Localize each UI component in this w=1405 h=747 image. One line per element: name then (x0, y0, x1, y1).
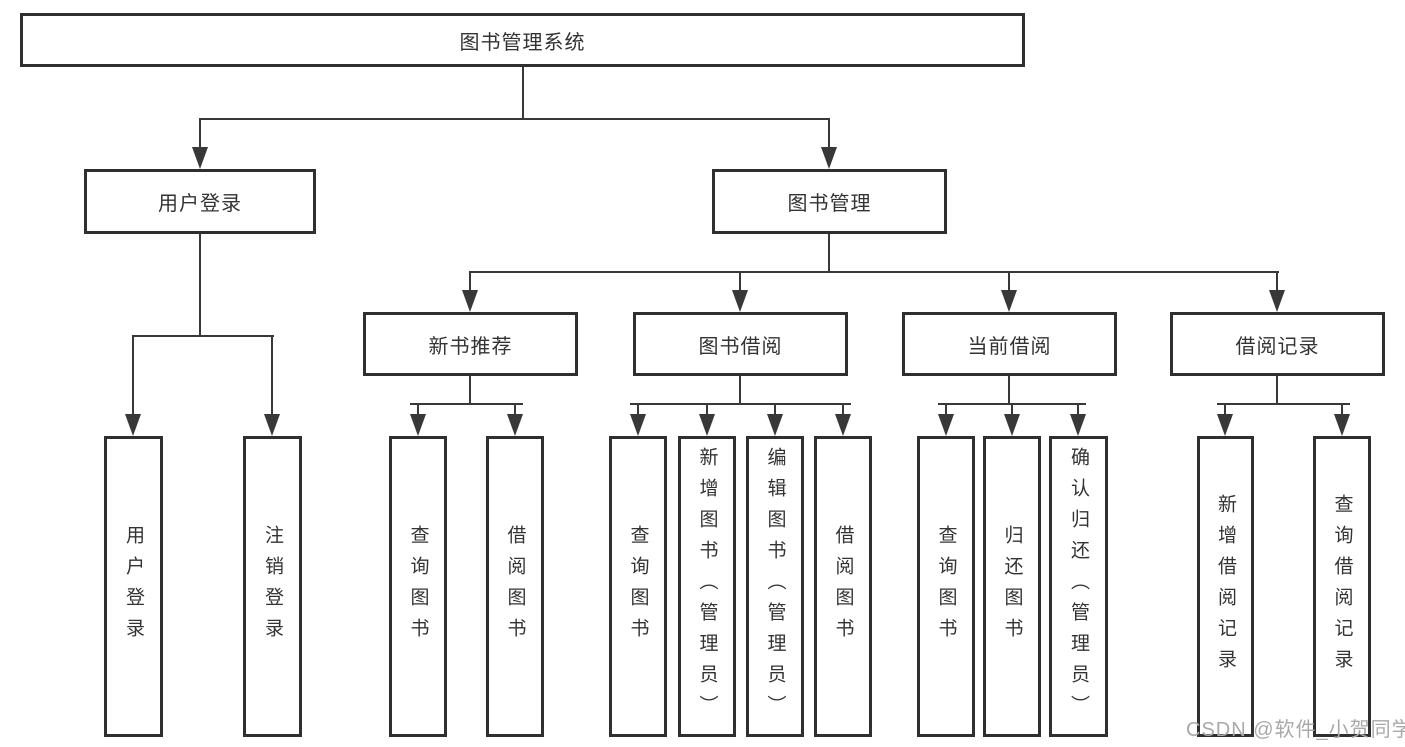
leaf-box-user-login: 用户登录 (104, 436, 163, 737)
connector-line (1217, 403, 1350, 405)
arrowhead-down-icon (125, 414, 141, 436)
connector-line (199, 118, 201, 150)
connector-line (945, 403, 947, 417)
arrowhead-down-icon (699, 414, 715, 436)
arrowhead-down-icon (192, 147, 208, 169)
connector-line (1008, 271, 1010, 293)
connector-line (739, 376, 741, 404)
connector-line (637, 403, 639, 417)
leaf-label: 查询图书 (935, 524, 957, 649)
arrowhead-down-icon (1070, 414, 1086, 436)
leaf-label: 新增图书（管理员） (696, 447, 718, 726)
leaf-box-query-borrow-record: 查询借阅记录 (1313, 436, 1371, 737)
connector-line (132, 335, 134, 417)
leaf-box-edit-books-admin: 编辑图书（管理员） (746, 436, 804, 737)
connector-line (1011, 403, 1013, 417)
connector-line (1077, 403, 1079, 417)
root-box-library-system: 图书管理系统 (20, 13, 1025, 67)
connector-line (1341, 403, 1343, 417)
connector-line (706, 403, 708, 417)
arrowhead-down-icon (821, 147, 837, 169)
arrowhead-down-icon (835, 414, 851, 436)
connector-line (199, 118, 830, 120)
arrowhead-down-icon (767, 414, 783, 436)
leaf-label: 借阅图书 (504, 524, 526, 649)
arrowhead-down-icon (507, 414, 523, 436)
arrowhead-down-icon (1004, 414, 1020, 436)
node-label: 图书管理 (787, 193, 872, 215)
leaf-label: 用户登录 (123, 524, 144, 649)
leaf-label: 归还图书 (1001, 524, 1023, 649)
arrowhead-down-icon (462, 290, 478, 312)
node-label: 当前借阅 (967, 335, 1052, 358)
node-box-book-borrow: 图书借阅 (633, 312, 848, 376)
connector-line (1276, 271, 1278, 293)
connector-line (739, 271, 741, 293)
connector-line (417, 403, 419, 417)
leaf-label: 查询图书 (407, 524, 429, 649)
connector-line (469, 271, 471, 293)
connector-line (271, 335, 273, 417)
node-label: 图书借阅 (698, 335, 783, 358)
leaf-label: 编辑图书（管理员） (764, 447, 786, 726)
connector-line (199, 234, 201, 336)
arrowhead-down-icon (1334, 414, 1350, 436)
leaf-label: 借阅图书 (832, 524, 854, 649)
leaf-box-borrow-books-2: 借阅图书 (814, 436, 872, 737)
leaf-box-query-books-3: 查询图书 (917, 436, 975, 737)
node-box-borrow-records: 借阅记录 (1170, 312, 1385, 376)
connector-line (469, 376, 471, 404)
node-label: 用户登录 (158, 193, 242, 215)
root-box-label: 图书管理系统 (459, 31, 586, 54)
node-box-user-login: 用户登录 (84, 169, 316, 234)
leaf-box-query-books-2: 查询图书 (609, 436, 667, 737)
connector-line (469, 271, 1279, 273)
node-label: 新书推荐 (428, 335, 513, 358)
connector-line (828, 118, 830, 150)
csdn-watermark: CSDN @软件_小贺同学 (1186, 719, 1405, 741)
leaf-box-add-books-admin: 新增图书（管理员） (678, 436, 736, 737)
node-label: 借阅记录 (1235, 335, 1320, 358)
leaf-box-query-books-1: 查询图书 (389, 436, 447, 737)
leaf-box-return-books: 归还图书 (983, 436, 1041, 737)
node-box-new-book-recommend: 新书推荐 (363, 312, 578, 376)
connector-line (1008, 376, 1010, 404)
leaf-box-add-borrow-record: 新增借阅记录 (1197, 436, 1254, 737)
node-box-current-borrow: 当前借阅 (902, 312, 1117, 376)
leaf-label: 确认归还（管理员） (1068, 447, 1089, 726)
connector-line (842, 403, 844, 417)
arrowhead-down-icon (1217, 414, 1233, 436)
connector-line (1276, 376, 1278, 404)
connector-line (774, 403, 776, 417)
arrowhead-down-icon (1001, 290, 1017, 312)
leaf-box-logout: 注销登录 (243, 436, 302, 737)
leaf-label: 查询图书 (627, 524, 649, 649)
leaf-box-borrow-books-1: 借阅图书 (486, 436, 544, 737)
connector-line (1224, 403, 1226, 417)
arrowhead-down-icon (264, 414, 280, 436)
arrowhead-down-icon (1269, 290, 1285, 312)
connector-line (514, 403, 516, 417)
arrowhead-down-icon (938, 414, 954, 436)
leaf-label: 查询借阅记录 (1331, 493, 1353, 680)
connector-line (630, 403, 851, 405)
arrowhead-down-icon (410, 414, 426, 436)
leaf-label: 注销登录 (262, 524, 283, 649)
node-box-book-management: 图书管理 (712, 169, 947, 234)
connector-line (132, 335, 274, 337)
arrowhead-down-icon (630, 414, 646, 436)
connector-line (828, 234, 830, 272)
connector-line (522, 67, 524, 120)
leaf-box-confirm-return-admin: 确认归还（管理员） (1049, 436, 1108, 737)
arrowhead-down-icon (732, 290, 748, 312)
leaf-label: 新增借阅记录 (1215, 493, 1236, 680)
connector-line (410, 403, 523, 405)
